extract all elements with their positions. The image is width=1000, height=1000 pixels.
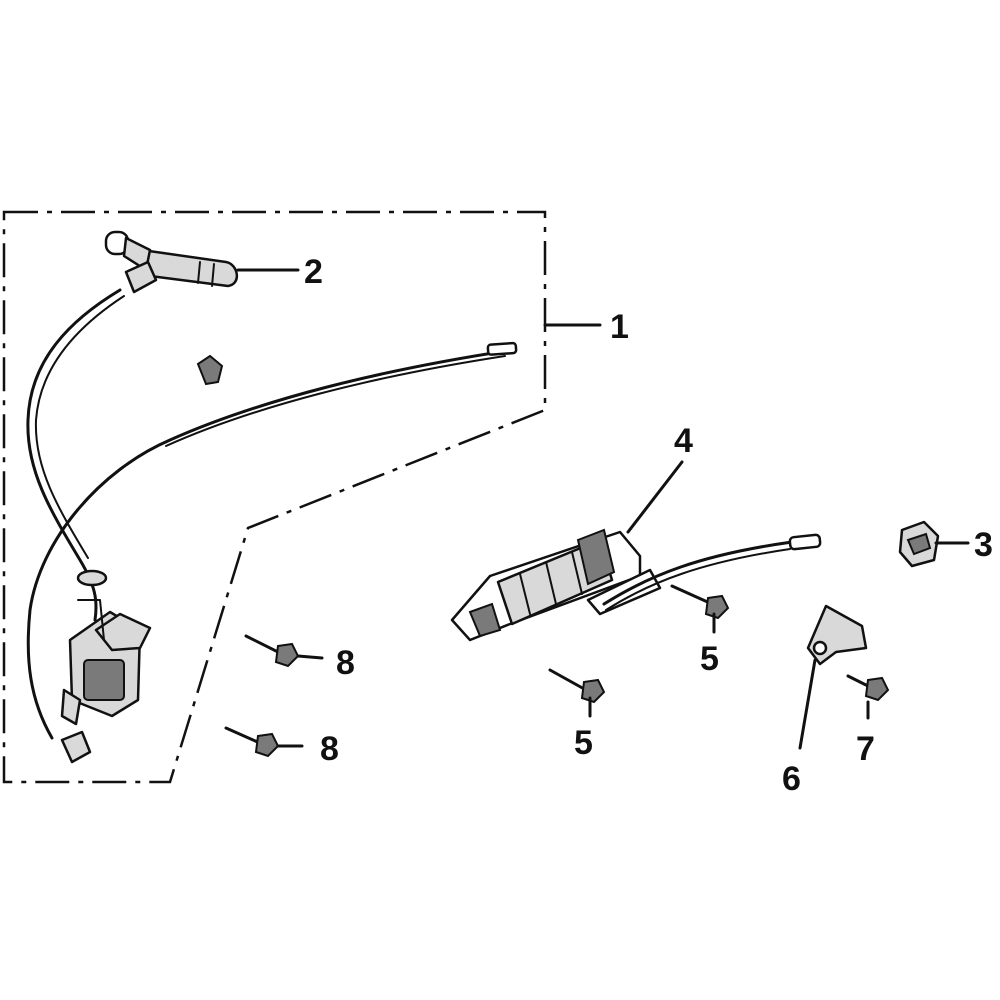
- coil-lead-wire: [602, 540, 794, 606]
- bolt-5b: [548, 668, 606, 704]
- bolt-7: [846, 674, 890, 702]
- spark-plug-cap: [104, 230, 238, 294]
- callout-8b: 8: [320, 730, 339, 768]
- part-3-nut: [898, 520, 940, 568]
- assembly-boundary: [2, 210, 547, 784]
- part-4-coil: [450, 528, 822, 642]
- part-6-bracket: [806, 604, 868, 666]
- coil-terminal: [60, 730, 92, 764]
- lead-terminal: [486, 341, 518, 356]
- callout-2: 2: [304, 253, 323, 291]
- callout-3: 3: [974, 526, 993, 564]
- cable-grommet: [76, 569, 108, 587]
- bolt-5a: [670, 584, 730, 620]
- callout-6: 6: [782, 760, 801, 798]
- callout-8a: 8: [336, 644, 355, 682]
- callout-1: 1: [610, 308, 629, 346]
- leader-6: [798, 658, 817, 750]
- callout-5a: 5: [700, 640, 719, 678]
- callout-4: 4: [674, 422, 693, 460]
- coil-lead-terminal: [788, 533, 822, 551]
- ignition-coil-assembly: [26, 230, 518, 764]
- bolt-8b: [224, 726, 280, 758]
- cable-clip: [196, 354, 224, 386]
- bolt-8a: [244, 634, 300, 668]
- ground-lead-wire: [26, 348, 514, 740]
- callout-5b: 5: [574, 724, 593, 762]
- leader-8a: [296, 654, 324, 660]
- leader-4: [626, 460, 684, 534]
- callout-7: 7: [856, 730, 875, 768]
